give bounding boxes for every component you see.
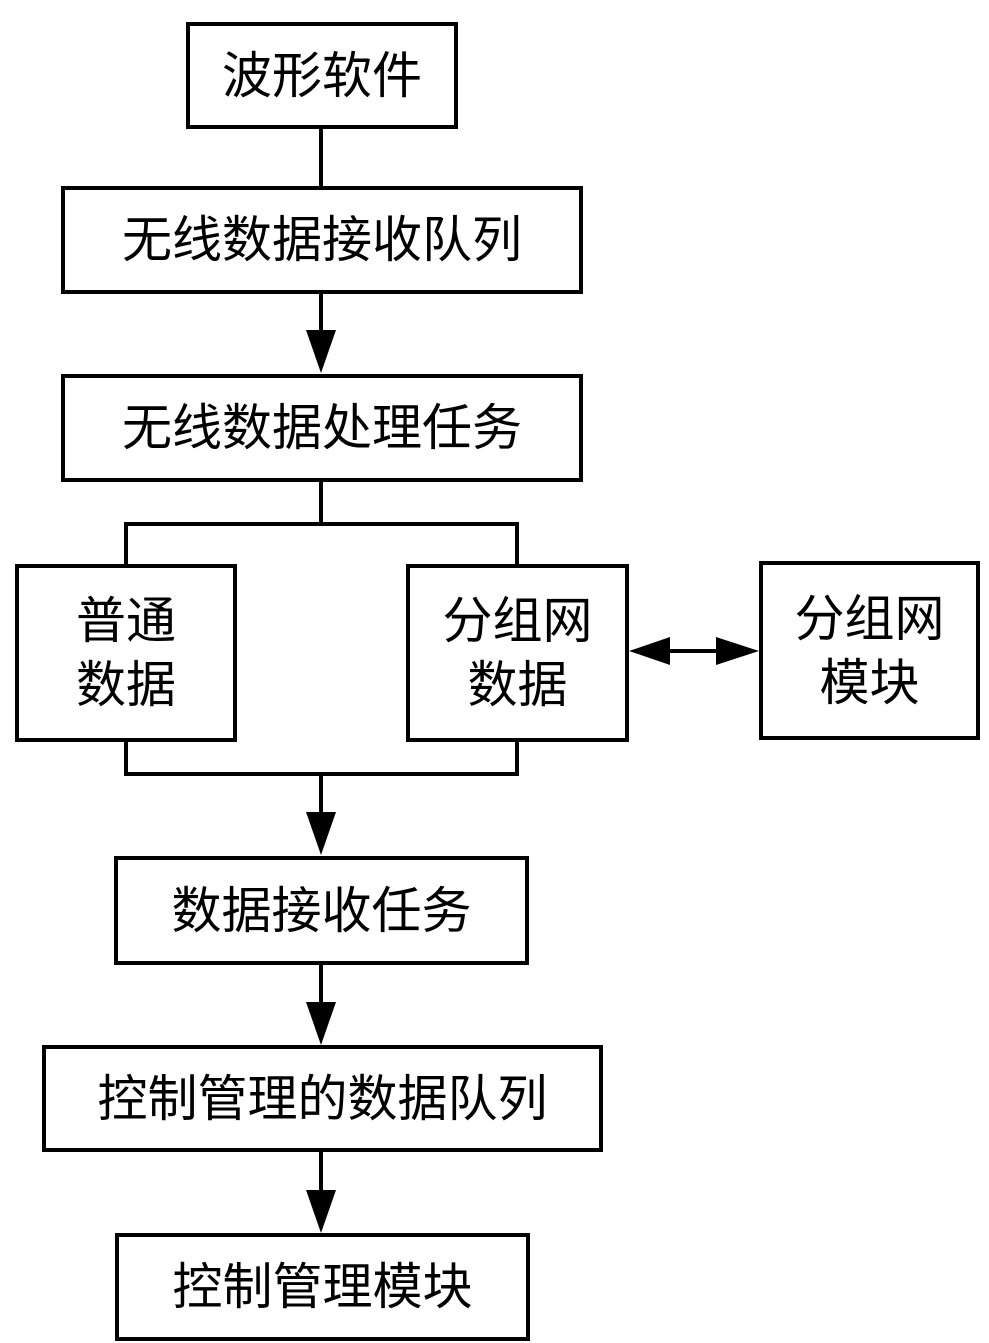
- arrowhead-proc-task: [306, 330, 336, 373]
- connector-split-top: [124, 522, 519, 564]
- normal-data-box: 普通 数据: [15, 564, 237, 742]
- arrowhead-rx-task: [306, 812, 336, 855]
- wireless-proc-task-box: 无线数据处理任务: [61, 374, 583, 482]
- arrowhead-group-net-right: [716, 637, 759, 665]
- ctrl-mgmt-module-box: 控制管理模块: [115, 1233, 530, 1341]
- arrowhead-group-net-left: [629, 637, 670, 665]
- ctrl-mgmt-queue-box: 控制管理的数据队列: [42, 1045, 603, 1152]
- connector-merge-bottom: [124, 741, 519, 776]
- arrowhead-mgmt-queue: [306, 1002, 336, 1045]
- waveform-software-box: 波形软件: [186, 22, 458, 129]
- group-net-data-box: 分组网 数据: [406, 564, 629, 742]
- wireless-rx-queue-box: 无线数据接收队列: [61, 186, 583, 294]
- group-net-module-box: 分组网 模块: [759, 561, 980, 740]
- data-rx-task-box: 数据接收任务: [114, 856, 529, 965]
- arrowhead-mgmt-module: [306, 1190, 336, 1233]
